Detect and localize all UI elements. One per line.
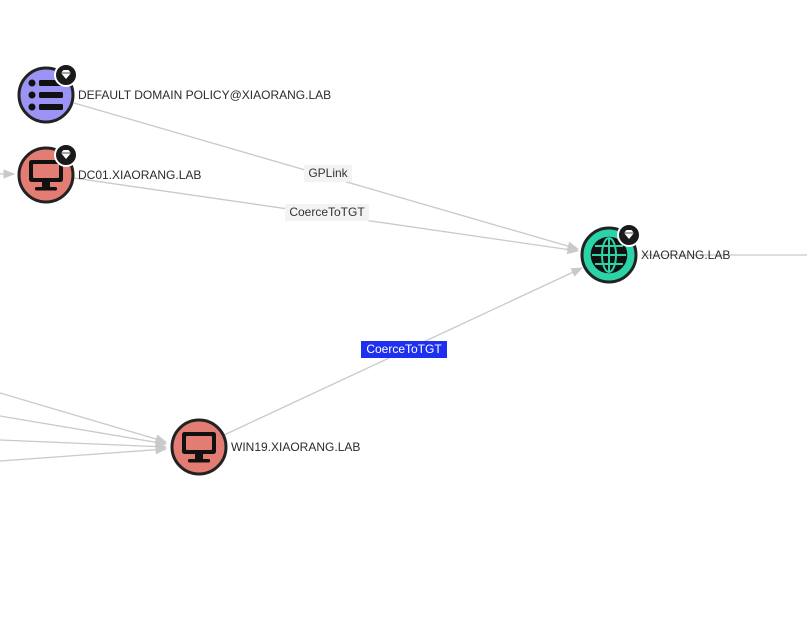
edge-label-background [285,204,369,221]
edge-win19-coerce[interactable]: CoerceToTGT [223,267,584,436]
edge-gplink[interactable]: GPLink [73,102,580,251]
edge-label[interactable]: CoerceToTGT [289,205,365,219]
node-win19[interactable]: WIN19.XIAORANG.LAB [170,418,360,476]
node-label[interactable]: DC01.XIAORANG.LAB [78,168,201,182]
offscreen-edges [0,169,807,462]
edge-offscreen-to-win19[interactable] [0,439,168,452]
highvalue-gem-icon [54,143,78,167]
node-label[interactable]: XIAORANG.LAB [641,248,730,262]
edge-offscreen-to-win19[interactable] [0,445,168,462]
highvalue-gem-icon [54,63,78,87]
node-domain[interactable]: XIAORANG.LAB [580,223,730,284]
node-label[interactable]: DEFAULT DOMAIN POLICY@XIAORANG.LAB [78,88,331,102]
edge-label[interactable]: GPLink [308,166,348,180]
monitor-icon [29,160,63,191]
edge-label-background [304,165,352,182]
list-icon [28,79,63,111]
edge-label[interactable]: CoerceToTGT [366,342,442,356]
monitor-icon [182,432,216,463]
edge-offscreen-to-win19[interactable] [0,392,168,444]
node-dc01[interactable]: DC01.XIAORANG.LAB [17,143,201,204]
globe-icon [590,236,628,274]
edge-offscreen-to-win19[interactable] [0,415,168,447]
node-gpo[interactable]: DEFAULT DOMAIN POLICY@XIAORANG.LAB [17,63,331,124]
node-label[interactable]: WIN19.XIAORANG.LAB [231,440,360,454]
edge-label-background-selected [361,341,447,358]
highvalue-gem-icon [617,223,641,247]
edge-dc01-coerce[interactable]: CoerceToTGT [73,177,580,255]
